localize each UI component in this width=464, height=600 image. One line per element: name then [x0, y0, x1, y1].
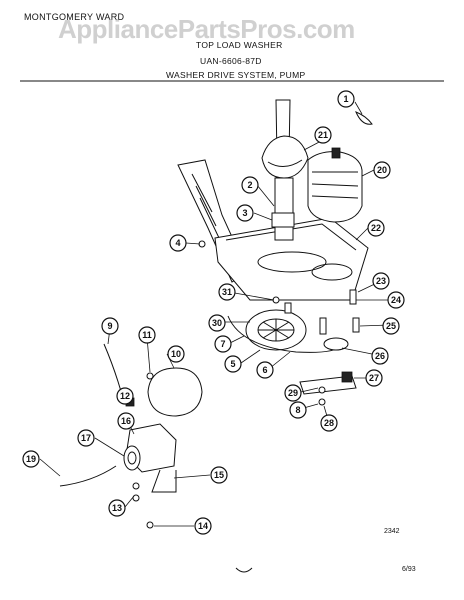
- callout-number: 16: [121, 416, 131, 426]
- callout-number: 29: [288, 388, 298, 398]
- callout-14: 14: [194, 517, 212, 535]
- callout-23: 23: [372, 272, 390, 290]
- idler-pulley: [323, 337, 349, 351]
- watermark: AppliancePartsPros.com: [58, 14, 355, 44]
- section-title: WASHER DRIVE SYSTEM, PUMP: [166, 70, 306, 80]
- callout-number: 2: [247, 180, 252, 190]
- callout-17: 17: [77, 429, 95, 447]
- callout-number: 21: [318, 130, 328, 140]
- callout-12: 12: [116, 387, 134, 405]
- callout-15: 15: [210, 466, 228, 484]
- callout-16: 16: [117, 412, 135, 430]
- inlet-hose: [59, 465, 117, 487]
- callout-number: 30: [212, 318, 222, 328]
- callout-31: 31: [218, 283, 236, 301]
- callout-number: 31: [222, 287, 232, 297]
- callout-number: 5: [230, 359, 235, 369]
- product-label: TOP LOAD WASHER: [196, 40, 283, 50]
- callout-29: 29: [284, 384, 302, 402]
- callout-20: 20: [373, 161, 391, 179]
- callout-13: 13: [108, 499, 126, 517]
- callout-19: 19: [22, 450, 40, 468]
- callout-number: 19: [26, 454, 36, 464]
- callout-22: 22: [367, 219, 385, 237]
- callout-number: 10: [171, 349, 181, 359]
- callout-number: 26: [375, 351, 385, 361]
- callout-21: 21: [314, 126, 332, 144]
- callout-9: 9: [101, 317, 119, 335]
- drive-motor: [307, 147, 363, 223]
- callout-number: 3: [242, 208, 247, 218]
- callout-number: 17: [81, 433, 91, 443]
- callout-25: 25: [382, 317, 400, 335]
- callout-number: 20: [377, 165, 387, 175]
- callout-number: 6: [262, 365, 267, 375]
- date-code: 6/93: [402, 566, 416, 573]
- callout-number: 4: [175, 238, 180, 248]
- callout-1: 1: [337, 90, 355, 108]
- callout-number: 24: [391, 295, 401, 305]
- callout-11: 11: [138, 326, 156, 344]
- callout-number: 13: [112, 503, 122, 513]
- callout-30: 30: [208, 314, 226, 332]
- callout-4: 4: [169, 234, 187, 252]
- clip: [355, 111, 373, 125]
- callout-number: 27: [369, 373, 379, 383]
- page-mark: [235, 567, 253, 573]
- clamp: [341, 371, 353, 383]
- callout-number: 14: [198, 521, 208, 531]
- callout-number: 12: [120, 391, 130, 401]
- callout-2: 2: [241, 176, 259, 194]
- model-label: UAN-6606-87D: [200, 56, 262, 66]
- callout-3: 3: [236, 204, 254, 222]
- callout-27: 27: [365, 369, 383, 387]
- callout-number: 7: [220, 339, 225, 349]
- callout-number: 8: [295, 405, 300, 415]
- callout-number: 11: [142, 330, 152, 340]
- callout-7: 7: [214, 335, 232, 353]
- fasteners: [132, 240, 360, 529]
- callout-24: 24: [387, 291, 405, 309]
- callout-6: 6: [256, 361, 274, 379]
- callout-number: 9: [107, 321, 112, 331]
- coupling: [271, 212, 295, 228]
- brand-label: MONTGOMERY WARD: [24, 12, 125, 22]
- callout-8: 8: [289, 401, 307, 419]
- callout-number: 23: [376, 276, 386, 286]
- diagram-number: 2342: [384, 528, 400, 535]
- callout-number: 15: [214, 470, 224, 480]
- callout-10: 10: [167, 345, 185, 363]
- callout-number: 1: [343, 94, 348, 104]
- callout-5: 5: [224, 355, 242, 373]
- callout-number: 25: [386, 321, 396, 331]
- callout-number: 22: [371, 223, 381, 233]
- callout-number: 28: [324, 418, 334, 428]
- callout-28: 28: [320, 414, 338, 432]
- water-pump: [123, 367, 203, 493]
- drive-pulley: [245, 309, 307, 351]
- callout-26: 26: [371, 347, 389, 365]
